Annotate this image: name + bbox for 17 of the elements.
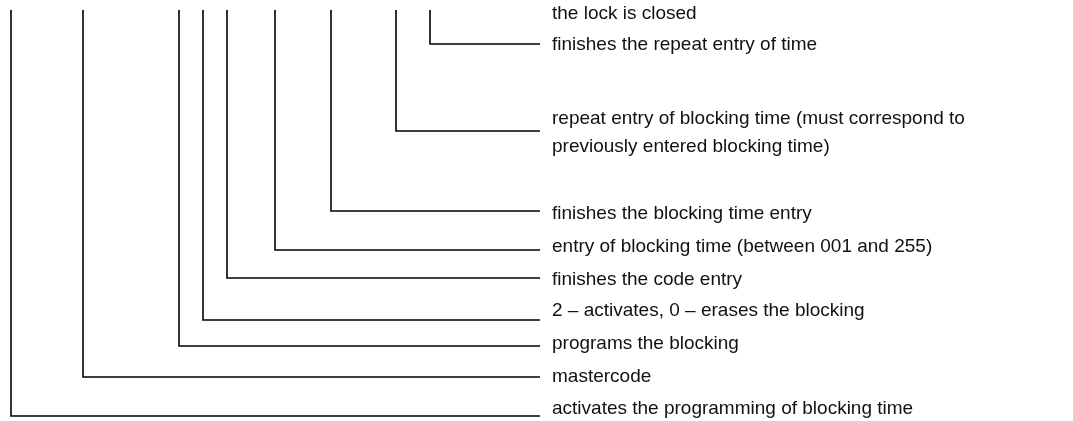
leader-line	[226, 9, 541, 279]
leader-line	[82, 9, 541, 378]
leader-line	[330, 9, 541, 212]
leader-line	[429, 9, 541, 45]
leader-line	[395, 9, 541, 132]
annotation-text: finishes the repeat entry of time	[540, 30, 1032, 58]
leader-line	[274, 9, 541, 251]
leader-line	[10, 9, 541, 417]
annotation-text: finishes the blocking time entry	[540, 199, 1032, 227]
annotation-text: finishes the code entry	[540, 265, 1032, 293]
annotation-text: repeat entry of blocking time (must correspond to previously entered blocking time)	[540, 104, 1032, 160]
annotation-text: 2 – activates, 0 – erases the blocking	[540, 296, 1032, 324]
annotation-text: activates the programming of blocking time	[540, 394, 1032, 421]
annotation-text: the lock is closed	[540, 0, 1032, 27]
annotation-text: mastercode	[540, 362, 1032, 390]
annotation-text: entry of blocking time (between 001 and 255)	[540, 232, 1032, 260]
annotation-text: programs the blocking	[540, 329, 1032, 357]
